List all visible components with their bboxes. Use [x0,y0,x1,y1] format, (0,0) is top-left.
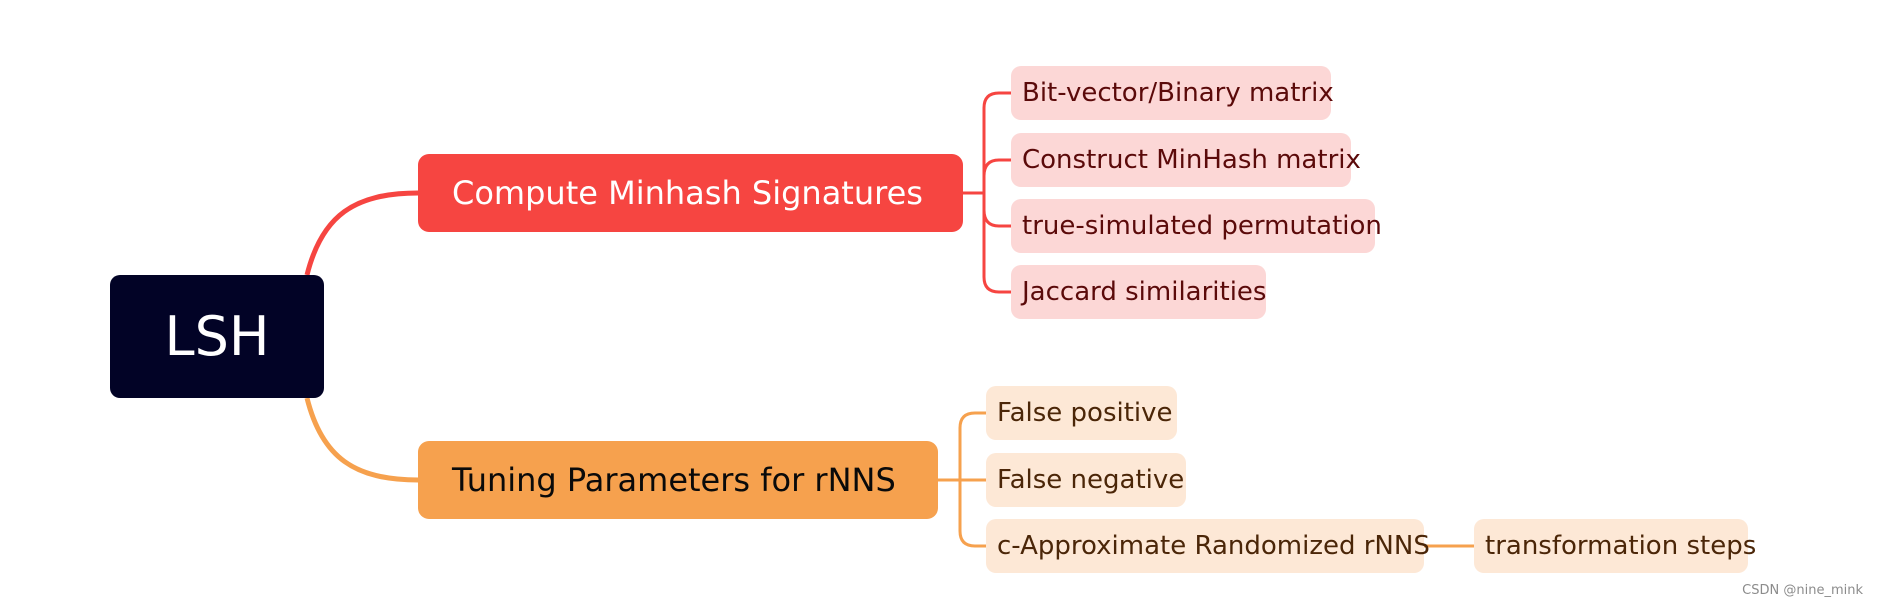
leaf-true-simulated-permutation[interactable]: true-simulated permutation [1011,199,1382,253]
leaf-label: c-Approximate Randomized rNNS [997,531,1430,561]
branch-compute-minhash[interactable]: Compute Minhash Signatures [418,154,963,232]
leaf-label: False negative [997,465,1185,495]
leaf-label: False positive [997,398,1173,428]
leaf-construct-minhash[interactable]: Construct MinHash matrix [1011,133,1361,187]
leaf-jaccard-similarities[interactable]: Jaccard similarities [1011,265,1266,319]
connector-tuning-bracket [938,411,986,548]
connector-root-to-tuning [304,397,419,483]
leaf-false-positive[interactable]: False positive [986,386,1177,440]
leaf-c-approximate[interactable]: c-Approximate Randomized rNNS [986,519,1430,573]
leaf-label: true-simulated permutation [1022,211,1382,241]
leaf-label: Jaccard similarities [1022,277,1267,307]
branch-label: Compute Minhash Signatures [452,174,923,212]
root-label: LSH [164,305,270,368]
branch-tuning-parameters[interactable]: Tuning Parameters for rNNS [418,441,938,519]
root-node[interactable]: LSH [110,275,324,398]
connector-minhash-bracket [963,91,1011,294]
leaf-bit-vector[interactable]: Bit-vector/Binary matrix [1011,66,1334,120]
leaf-label: Construct MinHash matrix [1022,145,1361,175]
leaf-label: transformation steps [1485,531,1757,561]
branch-label: Tuning Parameters for rNNS [452,461,896,499]
leaf-transformation-steps[interactable]: transformation steps [1474,519,1756,573]
leaf-false-negative[interactable]: False negative [986,453,1186,507]
watermark: CSDN @nine_mink [1742,583,1863,598]
connector-root-to-minhash [304,190,419,276]
leaf-label: Bit-vector/Binary matrix [1022,78,1334,108]
